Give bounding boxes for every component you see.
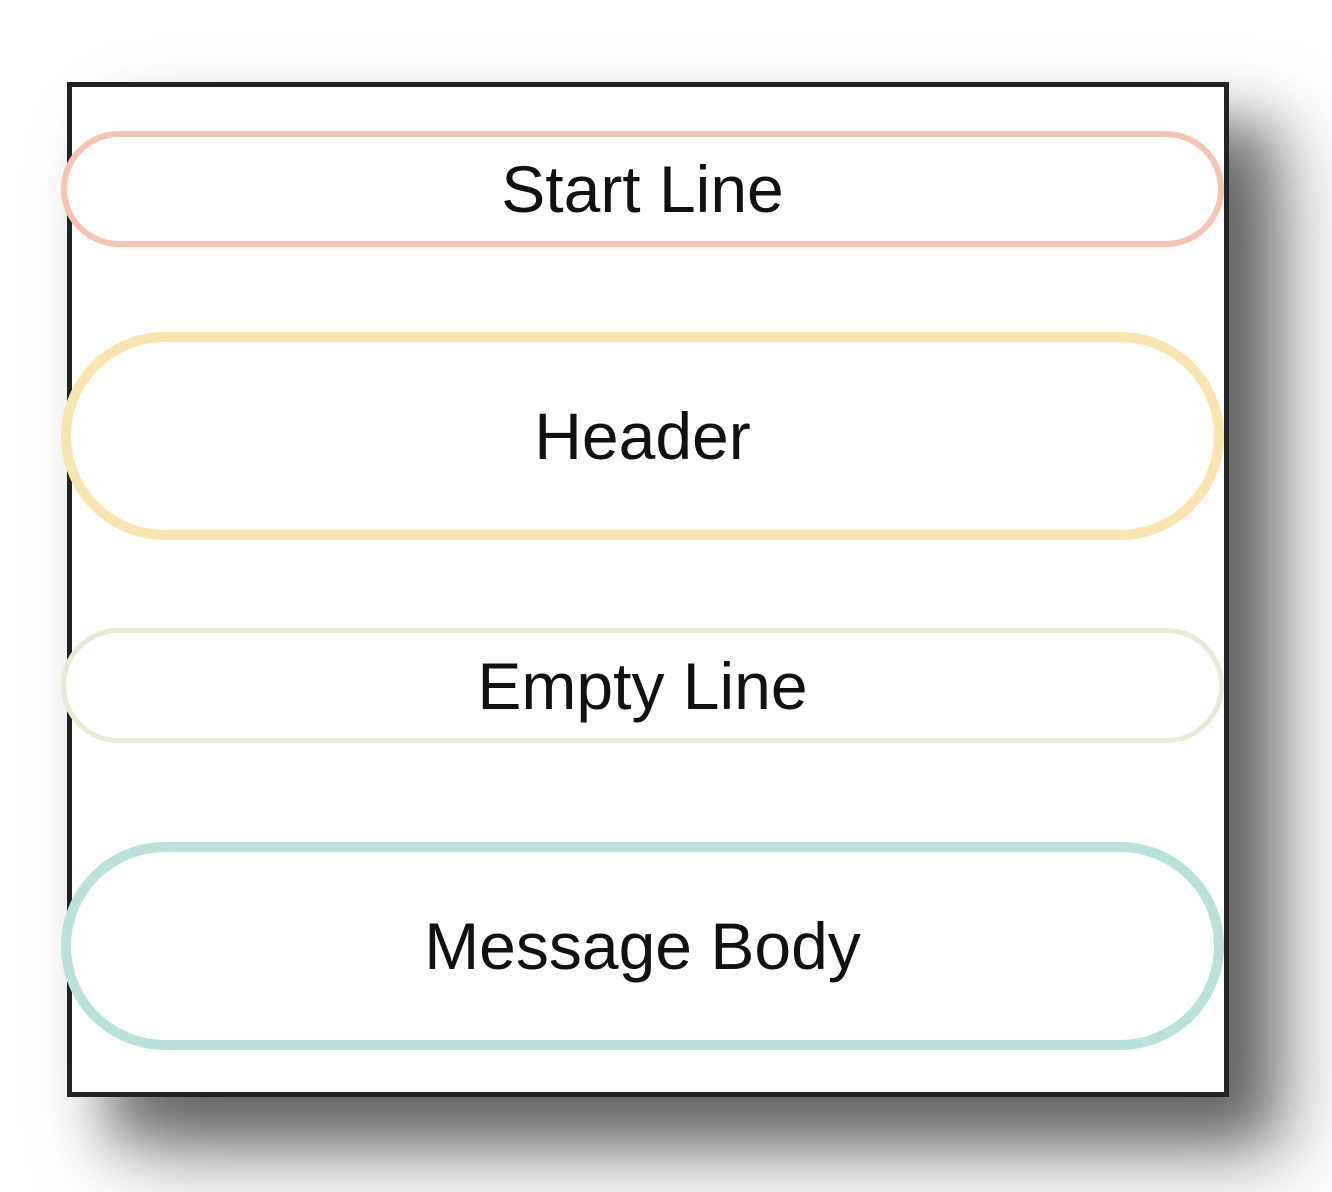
- block-empty-line-label: Empty Line: [477, 648, 808, 723]
- block-header-label: Header: [534, 399, 751, 473]
- block-start-line: Start Line: [61, 131, 1224, 247]
- block-message-body: Message Body: [61, 842, 1224, 1050]
- block-start-line-label: Start Line: [501, 152, 784, 226]
- block-message-body-label: Message Body: [424, 909, 861, 983]
- block-empty-line: Empty Line: [61, 628, 1224, 743]
- block-header: Header: [61, 332, 1224, 540]
